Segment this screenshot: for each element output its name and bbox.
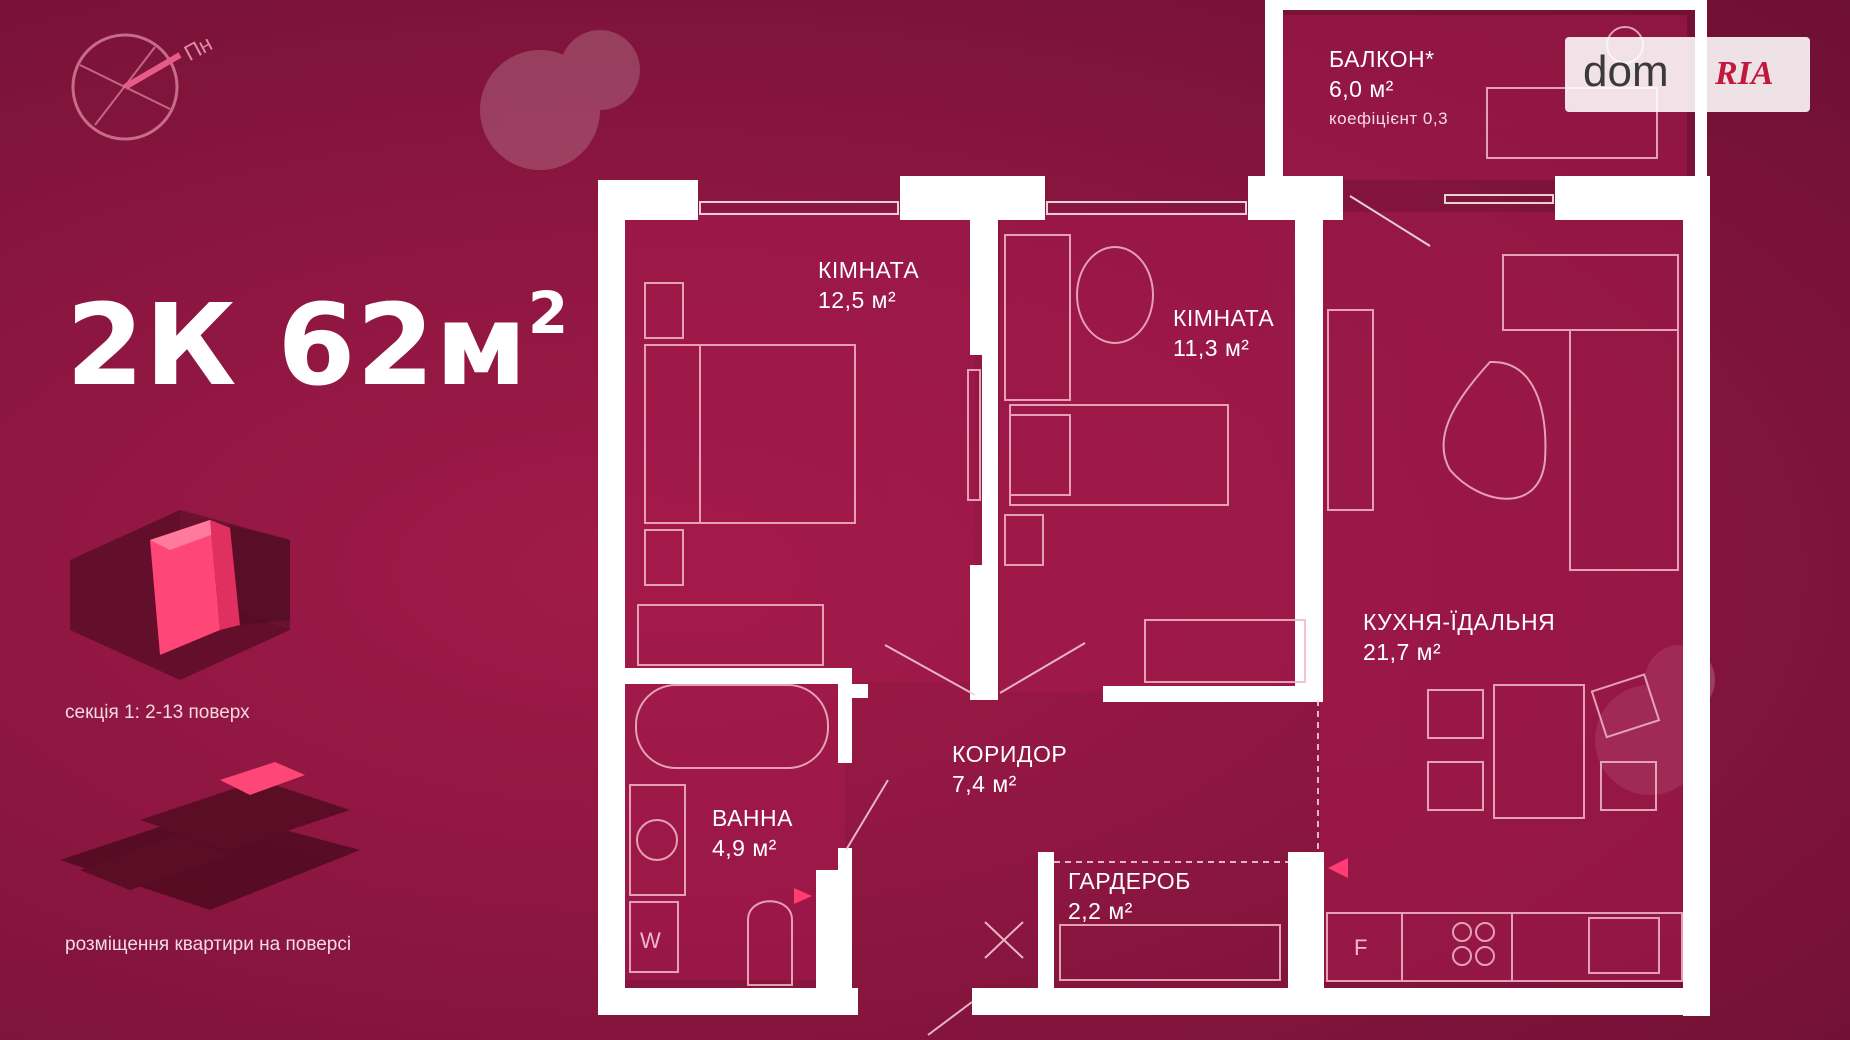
room-1-area: 12,5 м² [818,287,897,313]
placement-caption: розміщення квартири на поверсі [65,934,352,955]
bath-entrance-arrow [794,888,812,904]
room-balcony-area: 6,0 м² [1329,76,1394,102]
compass-icon: Пн [71,31,216,141]
room-bath-label: ВАННА 4,9 м² [712,803,793,863]
section-caption: секція 1: 2-13 поверх [65,702,250,723]
room-balcony-note: коефіцієнт 0,3 [1329,109,1449,128]
entrance-markers [794,858,1348,904]
room-2-area: 11,3 м² [1173,335,1250,361]
room-wardrobe-area: 2,2 м² [1068,898,1133,924]
room-1-label: КІМНАТА 12,5 м² [818,255,919,315]
room-corridor-name: КОРИДОР [952,741,1068,767]
door-swings [845,642,1319,1036]
walls [598,0,1710,1016]
room-corridor-area: 7,4 м² [952,771,1017,797]
fridge-label: F [1354,935,1367,960]
building-section-icon [70,510,290,680]
room-balcony-label: БАЛКОН* 6,0 м² коефіцієнт 0,3 [1329,44,1448,134]
room-kitchen-area: 21,7 м² [1363,639,1442,665]
room-wardrobe-name: ГАРДЕРОБ [1068,868,1191,894]
room-corridor-label: КОРИДОР 7,4 м² [952,739,1067,799]
washer-label: W [640,928,661,953]
windows [699,194,1554,247]
floor-placement-icon [60,762,360,910]
apartment-title-sup: 2 [527,279,570,347]
room-kitchen-name: КУХНЯ-ЇДАЛЬНЯ [1363,609,1556,635]
room-2-label: КІМНАТА 11,3 м² [1173,303,1274,363]
watermark-dom-text: dom [1583,47,1669,96]
watermark-ria-text: RIA [1715,55,1774,92]
room-balcony-name: БАЛКОН* [1329,46,1435,72]
domria-watermark: dom RIA [1565,37,1810,112]
kitchen-entrance-arrow [1328,858,1348,878]
apartment-title-text: 2К 62м [66,281,528,411]
room-2-name: КІМНАТА [1173,305,1275,331]
apartment-title: 2К 62м2 [66,284,569,402]
room-bath-area: 4,9 м² [712,835,777,861]
furniture [629,26,1683,986]
room-kitchen-label: КУХНЯ-ЇДАЛЬНЯ 21,7 м² [1363,607,1555,667]
room-bath-name: ВАННА [712,805,793,831]
room-wardrobe-label: ГАРДЕРОБ 2,2 м² [1068,866,1191,926]
room-1-name: КІМНАТА [818,257,920,283]
